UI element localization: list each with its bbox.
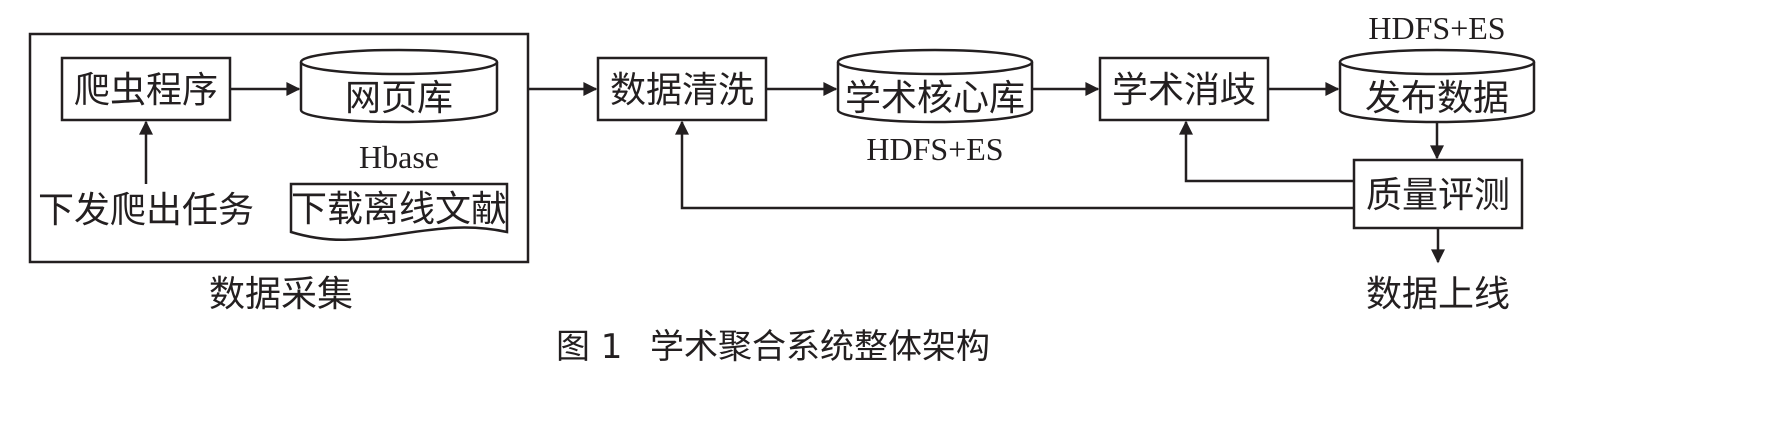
webpage-db-label: 网页库 — [345, 78, 453, 119]
download-docs-label: 下载离线文献 — [291, 189, 507, 230]
quality-eval-label: 质量评测 — [1366, 175, 1510, 216]
core-db-storage-label: HDFS+ES — [866, 131, 1003, 167]
arrow-quality-to-cleaning — [675, 120, 1354, 210]
core-db-node: 学术核心库 — [836, 48, 1034, 124]
data-collection-label: 数据采集 — [209, 274, 353, 315]
dispatch-task-label: 下发爬出任务 — [38, 190, 254, 231]
figure-title: 学术聚合系统整体架构 — [650, 327, 990, 367]
crawler-label: 爬虫程序 — [74, 70, 218, 111]
core-db-label: 学术核心库 — [845, 78, 1025, 119]
online-label: 数据上线 — [1366, 274, 1510, 315]
figure-number: 图 1 — [556, 327, 622, 367]
quality-eval-node: 质量评测 — [1352, 158, 1524, 230]
download-docs-node: 下载离线文献 — [289, 182, 509, 242]
webpage-db-node: 网页库 — [299, 48, 499, 124]
cleaning-label: 数据清洗 — [610, 70, 754, 111]
publish-storage-label: HDFS+ES — [1368, 10, 1505, 46]
arrow-quality-to-disambiguation — [1179, 120, 1354, 183]
crawler-node: 爬虫程序 — [60, 56, 232, 122]
disambiguation-label: 学术消歧 — [1112, 70, 1256, 111]
cleaning-node: 数据清洗 — [596, 56, 768, 122]
disambiguation-node: 学术消歧 — [1098, 56, 1270, 122]
hbase-label: Hbase — [359, 139, 439, 175]
publish-data-label: 发布数据 — [1365, 78, 1509, 119]
publish-data-node: 发布数据 — [1338, 48, 1536, 124]
data-collection-frame — [28, 32, 530, 264]
